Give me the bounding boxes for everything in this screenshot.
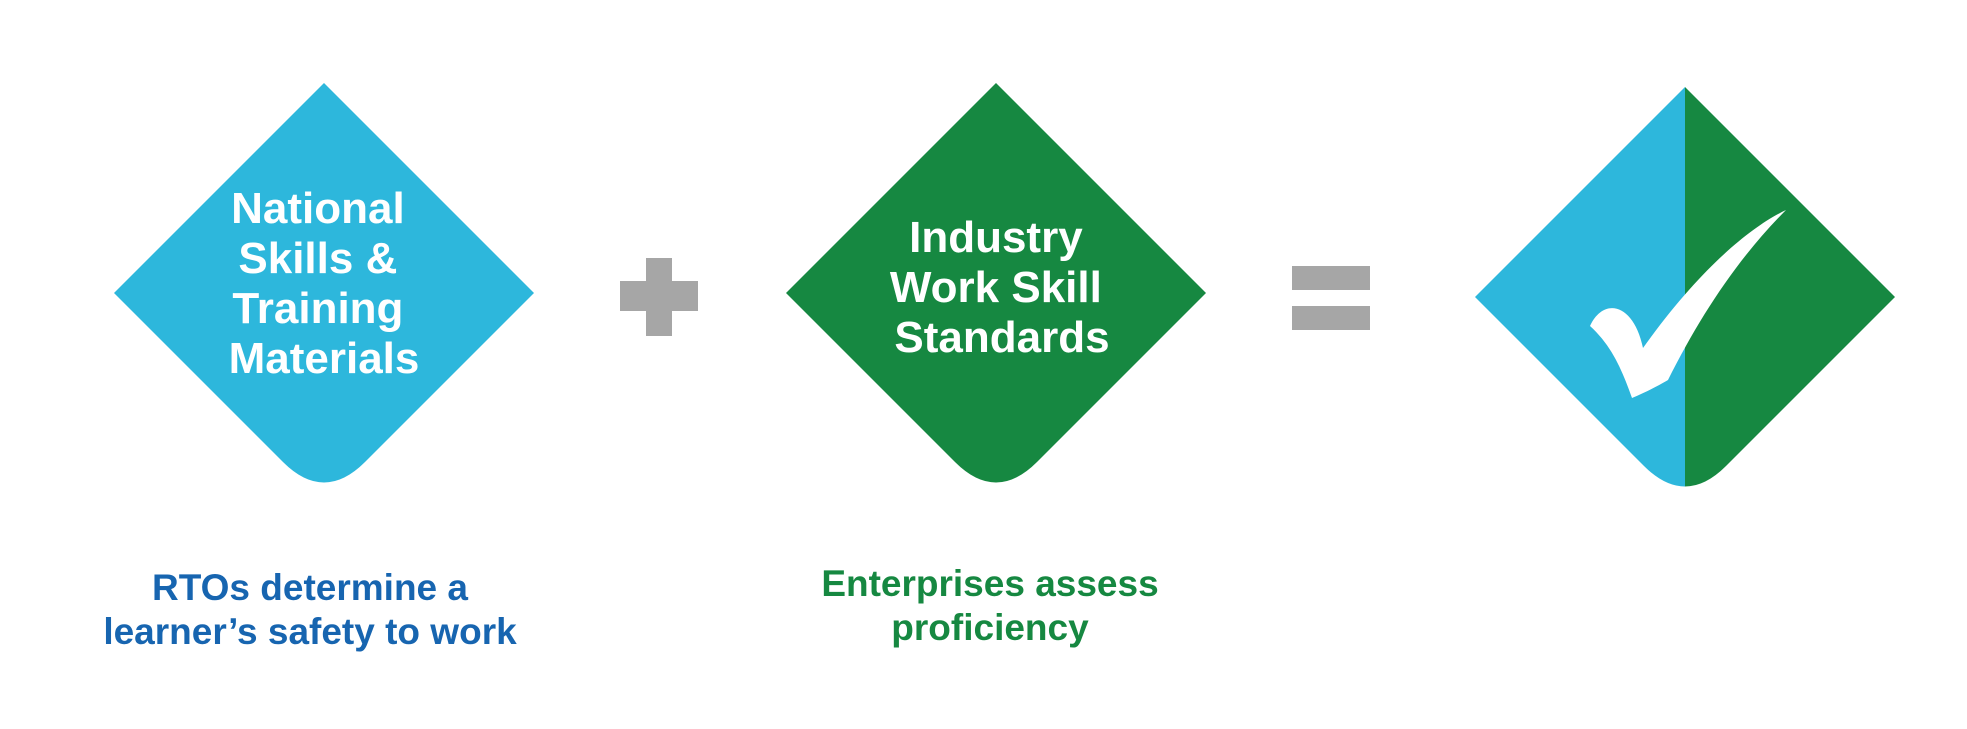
national-skills-line-4: Materials [229,334,420,383]
equals-icon-top-bar [1292,266,1370,290]
enterprises-caption-line-2: proficiency [891,607,1089,648]
industry-standards-text: Industry Work Skill Standards [890,213,1114,362]
rtos-caption: RTOs determine a learner’s safety to wor… [60,566,560,654]
national-skills-line-1: National [231,184,405,233]
plus-icon-vertical-bar [646,258,672,336]
rtos-caption-line-1: RTOs determine a [152,567,468,608]
industry-standards-diamond: Industry Work Skill Standards [786,83,1206,483]
equals-icon [1292,266,1370,330]
national-skills-line-3: Training [232,284,403,333]
enterprises-caption: Enterprises assess proficiency [740,562,1240,650]
equals-icon-bottom-bar [1292,306,1370,330]
enterprises-caption-line-1: Enterprises assess [821,563,1159,604]
result-diamond [1475,87,1895,487]
industry-standards-line-3: Standards [894,313,1109,362]
industry-standards-line-2: Work Skill [890,263,1102,312]
national-skills-diamond-shape [114,83,534,483]
rtos-caption-line-2: learner’s safety to work [103,611,517,652]
national-skills-line-2: Skills & [238,234,397,283]
industry-standards-diamond-shape [786,83,1206,483]
industry-standards-line-1: Industry [909,213,1083,262]
checkmark-icon [1590,210,1786,398]
national-skills-text: National Skills & Training Materials [229,184,420,383]
national-skills-diamond: National Skills & Training Materials [114,83,534,483]
result-diamond-green-half [1685,87,1895,487]
plus-icon [620,258,698,336]
